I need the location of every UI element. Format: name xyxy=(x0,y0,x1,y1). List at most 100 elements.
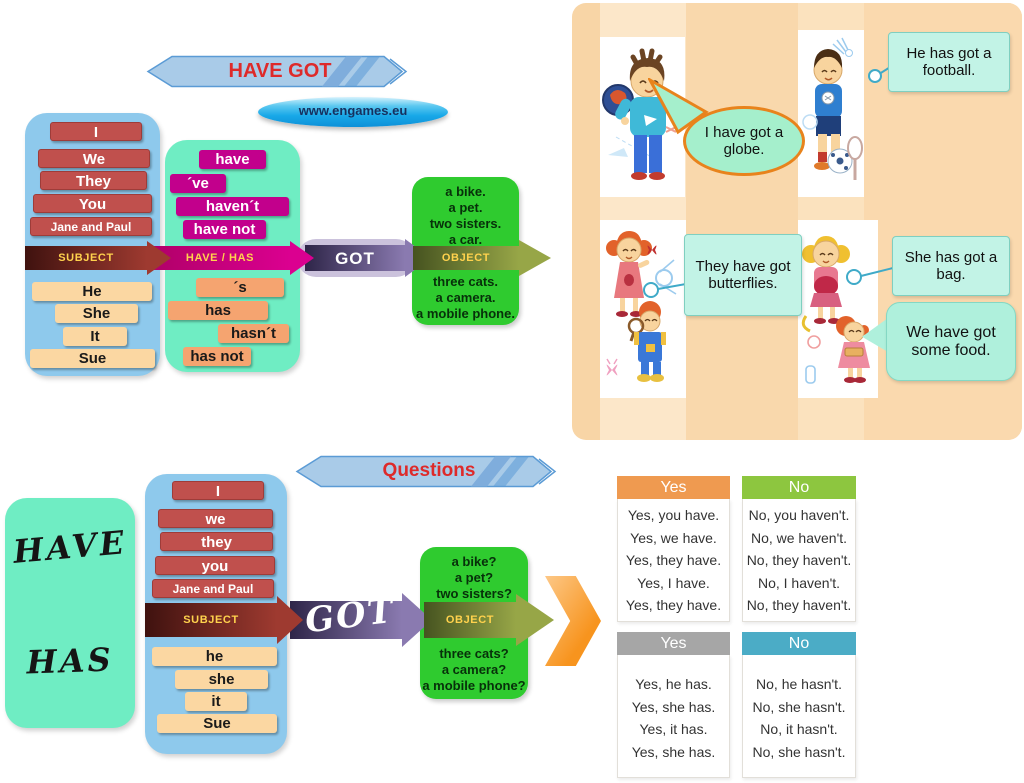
subject-chip: they xyxy=(160,532,273,551)
subject-chip: He xyxy=(32,282,152,301)
table-header: No xyxy=(742,632,856,655)
callout-football-text: He has got a football. xyxy=(906,45,992,79)
bag-callout-connector xyxy=(846,267,894,285)
answer-row: Yes, she has. xyxy=(631,743,716,760)
answers-table-no-plural: No No, you haven't. No, we haven't. No, … xyxy=(742,476,856,622)
have-form-chip: have xyxy=(199,150,266,169)
panel-stripe xyxy=(686,3,798,440)
speech-bubble-food: We have got some food. xyxy=(886,302,1016,381)
answer-row: No, it hasn't. xyxy=(760,721,838,737)
answer-row: Yes, they have. xyxy=(625,597,722,614)
answer-row: Yes, it has. xyxy=(639,721,708,737)
object-item: a mobile phone. xyxy=(416,306,515,321)
subject-chip: She xyxy=(55,304,138,323)
questions-banner: Questions xyxy=(295,455,563,488)
object-band-bottom: OBJECT xyxy=(424,602,516,638)
subject-chip: we xyxy=(158,509,273,528)
answer-row: No, she hasn't. xyxy=(752,743,846,760)
answers-table-yes-singular: Yes Yes, he has. Yes, she has. Yes, it h… xyxy=(617,632,730,778)
callout-bag: She has got a bag. xyxy=(892,236,1010,296)
object-arrowhead xyxy=(519,240,551,276)
card-girls-food xyxy=(798,220,878,398)
has-form-chip: hasn´t xyxy=(218,324,289,343)
questions-banner-title: Questions xyxy=(382,460,476,481)
object-item: a pet? xyxy=(454,570,494,585)
table-header: No xyxy=(742,476,856,499)
answer-row: Yes, she has. xyxy=(631,698,716,715)
callout-bag-text: She has got a bag. xyxy=(904,249,998,283)
object-item: a pet. xyxy=(448,200,483,215)
subject-chip: You xyxy=(33,194,152,213)
subject-chip: They xyxy=(40,171,147,190)
subject-chip: Sue xyxy=(30,349,155,368)
girls-food-illustration xyxy=(801,236,870,384)
object-item: a camera? xyxy=(441,662,507,677)
callout-butterflies: They have got butterflies. xyxy=(684,234,802,316)
object-band-label: OBJECT xyxy=(445,614,495,626)
website-badge: www.engames.eu xyxy=(258,97,448,127)
have-has-band-label: HAVE / HAS xyxy=(185,252,255,264)
callout-football: He has got a football. xyxy=(888,32,1010,92)
subject-chip: it xyxy=(185,692,247,711)
chalk-has: HAS xyxy=(25,640,115,682)
object-item: three cats. xyxy=(432,274,499,289)
table-header: Yes xyxy=(617,632,730,655)
answer-row: No, we haven't. xyxy=(750,529,848,546)
have-form-chip: have not xyxy=(183,220,266,239)
callout-butterflies-text: They have got butterflies. xyxy=(695,258,791,292)
subject-chip: you xyxy=(155,556,275,575)
got-band-bottom xyxy=(290,601,402,639)
subject-chip: I xyxy=(172,481,264,500)
banner-arrow-shape xyxy=(295,455,557,488)
has-form-chip: has xyxy=(168,301,268,320)
subject-chip: Jane and Paul xyxy=(152,579,274,598)
has-form-chip: has not xyxy=(183,347,251,366)
have-form-chip: ´ve xyxy=(170,174,226,193)
answers-table-yes-plural: Yes Yes, you have. Yes, we have. Yes, th… xyxy=(617,476,730,622)
object-band-top: OBJECT xyxy=(413,246,519,270)
object-arrowhead-bottom xyxy=(516,594,554,646)
subject-chip: It xyxy=(63,327,127,346)
table-header: Yes xyxy=(617,476,730,499)
boy-football-illustration xyxy=(802,37,863,180)
have-form-chip: haven´t xyxy=(176,197,289,216)
subject-chip: Jane and Paul xyxy=(30,217,152,236)
answer-row: No, he hasn't. xyxy=(756,676,842,692)
chalk-panel xyxy=(5,498,135,728)
object-item: a bike. xyxy=(445,184,486,199)
subject-band-top: SUBJECT xyxy=(25,246,147,270)
answer-row: No, I haven't. xyxy=(757,574,841,591)
answer-row: No, she hasn't. xyxy=(752,698,846,715)
subject-chip: she xyxy=(175,670,268,689)
have-got-banner-title: HAVE GOT xyxy=(228,60,332,82)
answer-row: Yes, we have. xyxy=(630,529,717,546)
subject-band-bottom: SUBJECT xyxy=(145,603,277,637)
answer-row: No, they haven't. xyxy=(746,552,852,569)
object-item: three cats? xyxy=(439,646,509,661)
speech-bubble-food-text: We have got some food. xyxy=(906,323,996,359)
speech-bubble-globe-text: I have got a globe. xyxy=(704,124,784,158)
have-has-band: HAVE / HAS xyxy=(150,246,290,270)
object-item: a mobile phone? xyxy=(422,678,526,693)
subject-band-label: SUBJECT xyxy=(183,614,239,626)
speech-bubble-globe: I have got a globe. xyxy=(683,106,805,176)
butterflies-callout-connector xyxy=(643,282,686,298)
card-kids-butterflies xyxy=(600,220,686,398)
subject-chip: I xyxy=(50,122,142,141)
subject-band-label: SUBJECT xyxy=(58,252,114,264)
object-item: a car. xyxy=(448,232,483,247)
answers-table-no-singular: No No, he hasn't. No, she hasn't. No, it… xyxy=(742,632,856,778)
answer-row: No, you haven't. xyxy=(748,507,850,523)
have-got-banner: HAVE GOT xyxy=(146,55,414,88)
card-boy-football xyxy=(798,30,864,197)
answer-row: No, they haven't. xyxy=(746,597,852,614)
object-band-label: OBJECT xyxy=(441,252,491,264)
kids-butterflies-illustration xyxy=(606,231,677,382)
object-item: two sisters? xyxy=(436,586,512,601)
subject-chip: We xyxy=(38,149,150,168)
object-item: a bike? xyxy=(451,554,497,569)
card-boy-globe xyxy=(600,37,685,197)
subject-chip: Sue xyxy=(157,714,277,733)
got-band-top xyxy=(305,245,405,271)
